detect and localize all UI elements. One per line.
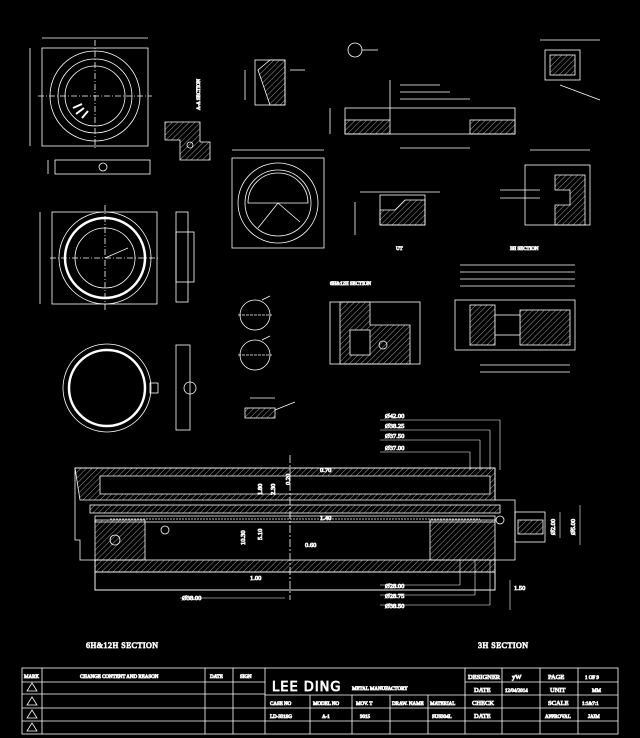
date-value: 12/04/2014 (505, 689, 528, 694)
dim-2-00: Ø2.00 (550, 519, 557, 535)
rev-sign-header: SIGN (240, 675, 252, 680)
dim-1-00: 1.00 (250, 575, 261, 582)
section-3h-top-detail: 3H SECTION (500, 149, 591, 252)
dim-28-75: Ø28.75 (385, 593, 404, 600)
dim-38: Ø38.00 (182, 595, 201, 602)
unit-value: MM (592, 689, 601, 694)
header-material: MATERIAL (430, 702, 455, 707)
scale-value: 1:1&7:1 (582, 702, 599, 707)
center-circle-view (231, 149, 325, 249)
ut-detail: UT (354, 191, 440, 252)
dim-0-20: 0.20 (285, 474, 292, 485)
approval-label: APPROVAL (545, 715, 571, 720)
section-ut-label: UT (396, 247, 403, 252)
round-key-symbol (347, 42, 378, 58)
dim-10-30: 10.30 (240, 530, 247, 545)
value-case-no: LD-3318G (270, 715, 292, 720)
header-model-no: MODEL NO (313, 702, 339, 707)
section-3h-label: 3H SECTION (478, 641, 529, 650)
rev-mark-header: MARK (24, 675, 39, 680)
dim-28: Ø28.00 (385, 583, 404, 590)
dim-5-00: Ø5.00 (570, 519, 577, 535)
dim-38-25: Ø38.25 (385, 423, 404, 430)
company-subtitle: METAL MANUFACTORY (352, 687, 408, 692)
lower-ring-view (62, 343, 159, 433)
designer-label: DESIGNER (468, 674, 501, 681)
main-6h12h-section (74, 455, 546, 600)
scale-label: SCALE (548, 700, 569, 707)
section-3h-top-label: 3H SECTION (510, 247, 539, 252)
value-mov: 9015 (360, 715, 371, 720)
a-a-section-detail: A-A SECTION (164, 78, 211, 161)
title-block (21, 667, 619, 735)
section-6h12h-mid-label: 6H&12H SECTION (330, 282, 371, 287)
header-draw-name: DRAW. NAME (392, 702, 424, 707)
header-case-no: CASE NO (270, 702, 292, 707)
pin-detail (244, 397, 296, 419)
dim-2-30: 2.30 (270, 484, 277, 495)
value-model-no: A-1 (322, 715, 330, 720)
page-value: 1 OF 9 (585, 676, 599, 681)
designer-value: yW (512, 674, 522, 681)
dim-0-60: 0.60 (305, 542, 316, 549)
ring-plan-view (39, 205, 160, 310)
dim-37: Ø37.00 (385, 445, 404, 452)
value-material: SUS304L (432, 715, 452, 720)
company-name: LEE DING (272, 680, 341, 695)
rev-change-header: CHANGE CONTENT AND REASON (80, 675, 159, 680)
page-label: PAGE (548, 674, 564, 681)
dimension-labels: Ø42.00 Ø38.25 Ø37.50 Ø37.00 0.70 1.40 0.… (182, 413, 578, 611)
dim-1-50: 1.50 (514, 585, 525, 592)
top-left-side-strip (47, 159, 151, 175)
right-section-assembly (454, 264, 576, 373)
dim-37-50: Ø37.50 (385, 433, 404, 440)
top-center-section-strip (329, 80, 516, 149)
main-section-label: 6H&12H SECTION (86, 641, 159, 650)
header-mov: MOV. T (356, 702, 373, 707)
unit-label: UNIT (550, 687, 566, 694)
lower-ring-side (175, 344, 197, 431)
dim-1-40: 1.40 (320, 515, 331, 522)
approval-value: JAIM (588, 715, 600, 720)
dim-0-70: 0.70 (320, 467, 331, 474)
top-right-fastener (540, 39, 601, 101)
rev-date-header: DATE (210, 675, 223, 680)
top-left-plan-view (29, 37, 152, 150)
dim-38-50: Ø38.50 (385, 603, 404, 610)
dim-1-80: 1.80 (257, 484, 264, 495)
top-small-detail (244, 59, 305, 106)
dim-5-10: 5.10 (257, 529, 264, 540)
check-label: CHECK (472, 700, 494, 707)
title-block-text: MARK CHANGE CONTENT AND REASON DATE SIGN… (24, 674, 602, 721)
section-aa-label: A-A SECTION (197, 79, 202, 110)
small-circle-pair (238, 295, 272, 371)
section-6h12h-mid-detail: 6H&12H SECTION (329, 282, 421, 365)
date-label: DATE (474, 687, 491, 694)
dim-42: Ø42.00 (385, 413, 404, 420)
date2-label: DATE (474, 713, 491, 720)
ring-side-view (175, 211, 195, 303)
diameter-leaders (180, 419, 581, 610)
